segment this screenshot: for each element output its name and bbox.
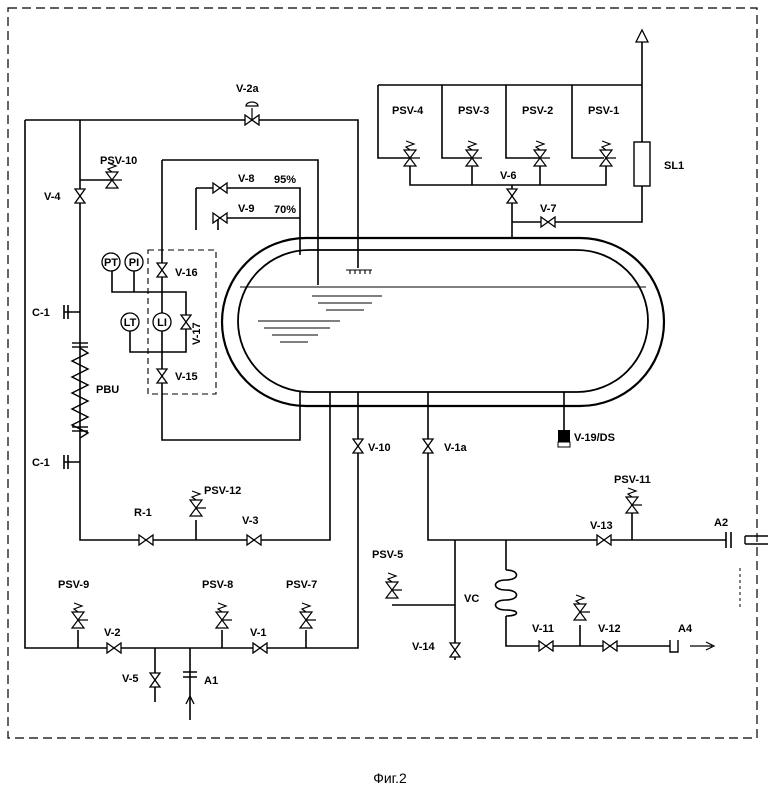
label-c1-bottom: C-1	[32, 457, 50, 469]
valve-v13-icon	[597, 535, 611, 545]
relief-valve-psv5-icon	[386, 573, 402, 598]
label-70: 70%	[274, 204, 296, 216]
pipework	[25, 40, 726, 702]
valve-r1-icon	[139, 535, 153, 545]
label-v10: V-10	[368, 442, 391, 454]
label-vc: VC	[464, 593, 479, 605]
valve-v6-icon	[507, 189, 517, 203]
label-psv5: PSV-5	[372, 549, 403, 561]
label-95: 95%	[274, 174, 296, 186]
storage-tank	[222, 238, 664, 406]
level-marks	[258, 296, 382, 342]
c1-couplings	[64, 305, 80, 469]
valve-v16-icon	[157, 263, 167, 277]
figure-caption: Фиг.2	[373, 770, 407, 786]
outlet-arrow-icon	[670, 640, 714, 652]
label-pbu: PBU	[96, 384, 119, 396]
relief-valve-psv7-icon	[300, 603, 316, 628]
label-c1-top: C-1	[32, 307, 50, 319]
label-psv4: PSV-4	[392, 105, 424, 117]
label-r1: R-1	[134, 507, 152, 519]
relief-valve-psv8-icon	[216, 603, 232, 628]
relief-valve-psv9-icon	[72, 603, 88, 628]
drain-symbol	[558, 430, 570, 447]
label-sl1: SL1	[664, 160, 684, 172]
labels: V-2a V-4 V-8 95% V-9 70% V-16 V-17 V-15 …	[32, 83, 728, 786]
valve-v12-icon	[603, 641, 617, 651]
valve-v3-icon	[247, 535, 261, 545]
label-v1a: V-1a	[444, 442, 468, 454]
sl1-silencer	[634, 142, 650, 186]
label-v14: V-14	[412, 641, 436, 653]
vc-coil	[496, 570, 517, 616]
lt-label: LT	[124, 317, 137, 329]
label-psv8: PSV-8	[202, 579, 233, 591]
label-psv9: PSV-9	[58, 579, 89, 591]
label-psv2: PSV-2	[522, 105, 553, 117]
relief-valve-psv3-icon	[466, 141, 482, 166]
li-label: LI	[157, 317, 167, 329]
valve-v10-icon	[353, 439, 363, 453]
relief-valve-psv4-icon	[404, 141, 420, 166]
relief-valve-psv2-icon	[534, 141, 550, 166]
label-v4: V-4	[44, 191, 61, 203]
label-v12: V-12	[598, 623, 621, 635]
label-a1: A1	[204, 675, 218, 687]
label-v9: V-9	[238, 203, 255, 215]
label-v16: V-16	[175, 267, 198, 279]
label-psv7: PSV-7	[286, 579, 317, 591]
valve-v17-icon	[181, 315, 191, 329]
a2-coupling	[726, 532, 768, 610]
vent-arrow-icon	[636, 30, 648, 42]
label-v7: V-7	[540, 203, 557, 215]
pi-label: PI	[129, 257, 139, 269]
valve-v1-icon	[253, 643, 267, 653]
valve-v8-icon	[213, 183, 227, 193]
label-psv12: PSV-12	[204, 485, 241, 497]
valve-v1a-icon	[423, 439, 433, 453]
spray-header	[346, 270, 372, 274]
label-v6: V-6	[500, 170, 517, 182]
valve-v5-icon	[150, 673, 160, 687]
label-a4: A4	[678, 623, 693, 635]
valve-v9-icon	[213, 213, 227, 223]
label-v11: V-11	[532, 623, 554, 635]
label-psv10: PSV-10	[100, 155, 137, 167]
relief-valve-psv-vc-icon	[574, 595, 590, 620]
label-v17: V-17	[191, 322, 203, 345]
label-v1: V-1	[250, 627, 267, 639]
label-v19: V-19/DS	[574, 432, 615, 444]
label-v8: V-8	[238, 173, 255, 185]
valve-v4-icon	[75, 189, 85, 203]
label-psv1: PSV-1	[588, 105, 619, 117]
relief-valve-psv1-icon	[600, 141, 616, 166]
pt-label: PT	[104, 257, 118, 269]
valve-v15-icon	[157, 369, 167, 383]
label-psv3: PSV-3	[458, 105, 489, 117]
valve-v7-icon	[541, 217, 555, 227]
label-v2a: V-2a	[236, 83, 260, 95]
label-a2: A2	[714, 517, 728, 529]
label-v3: V-3	[242, 515, 259, 527]
label-v15: V-15	[175, 371, 198, 383]
relief-valve-psv11-icon	[626, 488, 642, 513]
valve-v2-icon	[107, 643, 121, 653]
valve-v11-icon	[539, 641, 553, 651]
valve-v14-icon	[450, 643, 460, 657]
label-v13: V-13	[590, 520, 613, 532]
label-psv11: PSV-11	[614, 474, 651, 486]
label-v2: V-2	[104, 627, 121, 639]
label-v5: V-5	[122, 673, 139, 685]
